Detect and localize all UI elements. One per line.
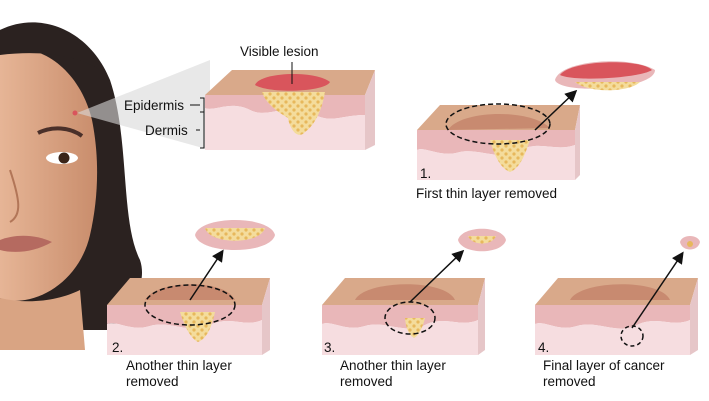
arrow-1: [534, 89, 578, 131]
lips: [0, 235, 52, 252]
dermis-bracket: [196, 111, 205, 149]
excision-outline: [445, 103, 551, 145]
hair-front: [0, 24, 100, 70]
step-3-caption-line2: removed: [340, 374, 393, 389]
iris: [58, 152, 70, 164]
step-4-caption-line2: removed: [543, 374, 596, 389]
arrow-4: [631, 251, 684, 329]
excision-outline: [144, 284, 236, 326]
removed-tissue-2: [195, 220, 275, 250]
excision-outline: [620, 325, 644, 347]
removed-tissue-4: [680, 236, 700, 250]
dermis-label: Dermis: [145, 123, 188, 138]
step-2-caption-line2: removed: [126, 374, 179, 389]
skin-block-step-3: [322, 278, 485, 355]
step-2-number: 2.: [112, 340, 124, 355]
visible-lesion-label: Visible lesion: [240, 44, 319, 59]
neck: [0, 290, 85, 350]
tumor: [262, 92, 325, 135]
woman-face: [0, 22, 143, 350]
eyebrow: [37, 126, 84, 138]
epidermis-label: Epidermis: [124, 98, 185, 113]
zoom-cone: [77, 60, 210, 150]
removed-tissue-3: [458, 228, 506, 252]
step-4-caption-line1: Final layer of cancer: [543, 358, 665, 373]
lesion-spot: [72, 110, 78, 116]
step-3-caption-line1: Another thin layer: [340, 358, 446, 373]
step-1-caption: First thin layer removed: [416, 186, 558, 201]
arrow-3: [409, 249, 465, 303]
skin-block-step-1: [417, 103, 580, 180]
step-3-number: 3.: [324, 340, 336, 355]
skin-block-main: [205, 70, 375, 150]
skin-block-step-4: [535, 278, 698, 355]
nose: [9, 169, 20, 223]
step-4-number: 4.: [538, 340, 550, 355]
removed-tissue-1: [555, 61, 655, 91]
step-1-number: 1.: [420, 166, 432, 181]
skin-block-step-2: [107, 278, 270, 355]
arrow-2: [189, 249, 224, 301]
step-2-caption-line1: Another thin layer: [126, 358, 232, 373]
